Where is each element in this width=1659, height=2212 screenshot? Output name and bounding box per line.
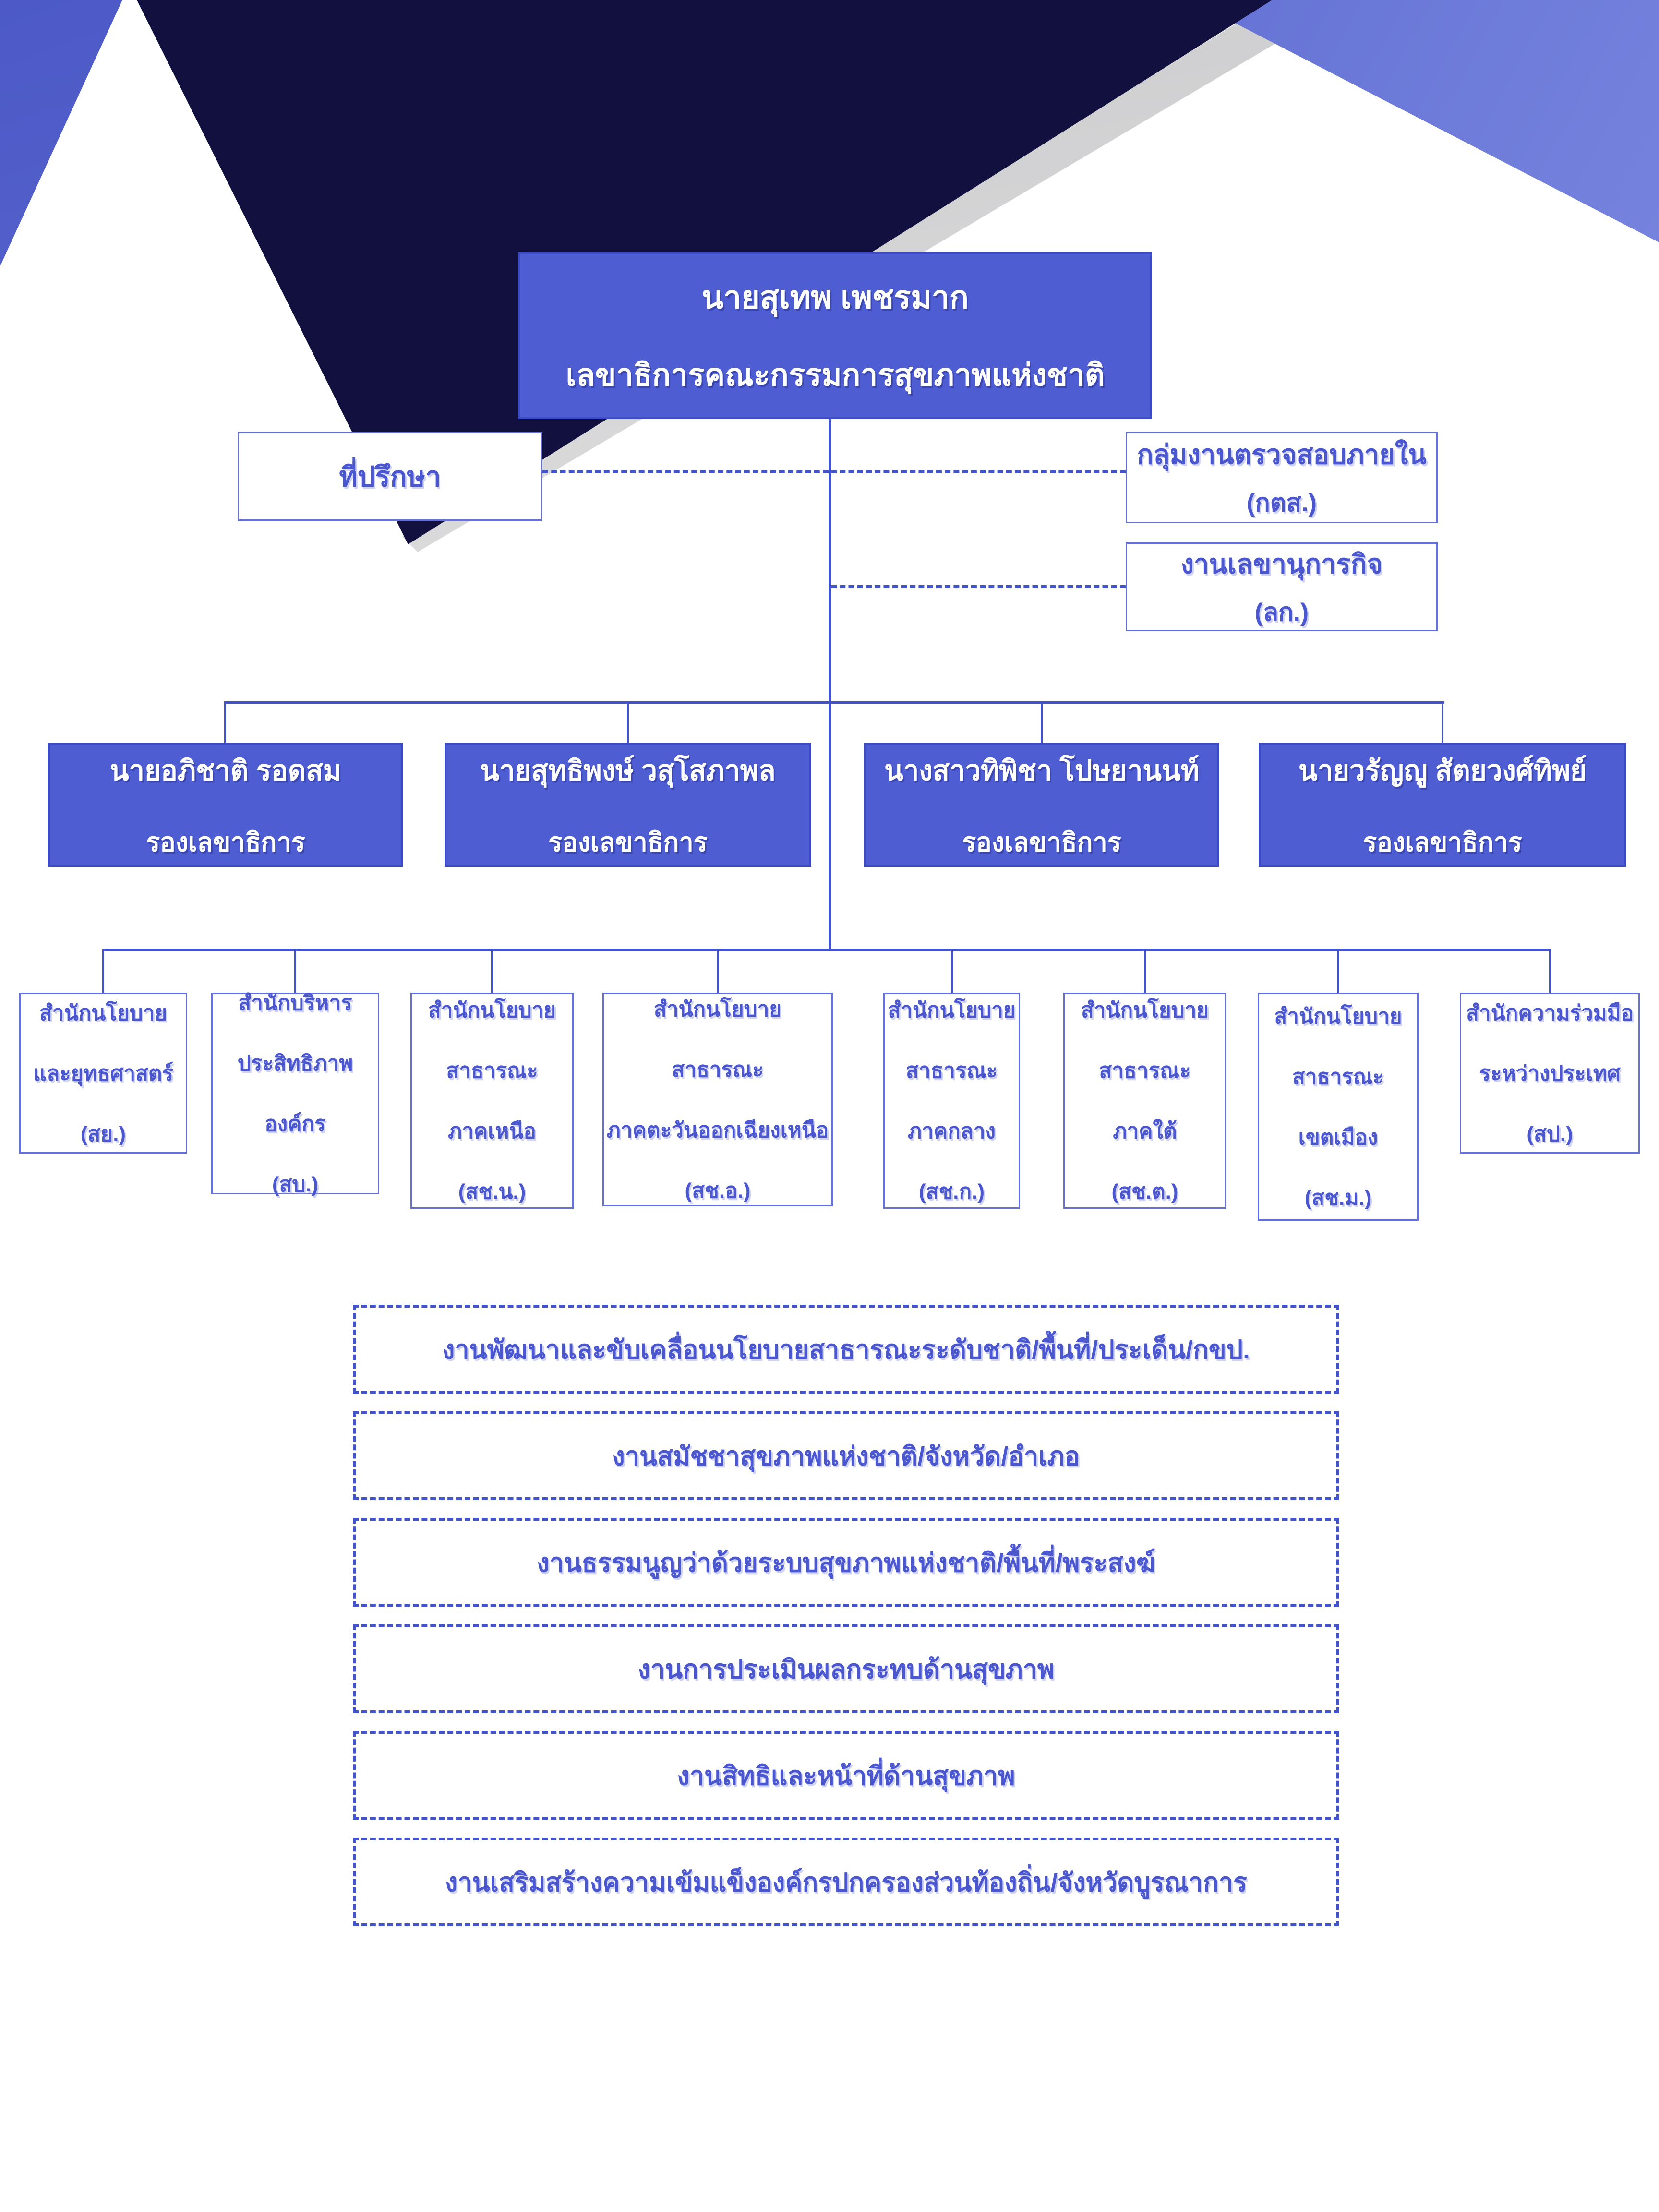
work-group-4-label: งานการประเมินผลกระทบด้านสุขภาพ [637, 1655, 1055, 1684]
connector-row2-stub-3 [1041, 704, 1043, 743]
secretary-name: นายสุเทพ เพชรมาก [702, 279, 969, 315]
dept-5-line: ภาคกลาง [908, 1119, 996, 1143]
dept-7-line: สาธารณะ [1292, 1065, 1384, 1089]
dept-3-line: สำนักนโยบาย [428, 998, 556, 1022]
dept-box-3: สำนักนโยบาย สาธารณะ ภาคเหนือ (สช.น.) [410, 993, 574, 1209]
dept-8-line: สำนักความร่วมมือ [1466, 1001, 1634, 1025]
work-group-box-5: งานสิทธิและหน้าที่ด้านสุขภาพ [353, 1731, 1339, 1820]
dept-2-line: สำนักบริหาร [238, 991, 352, 1015]
dept-box-8: สำนักความร่วมมือ ระหว่างประเทศ (สป.) [1460, 993, 1640, 1154]
internal-audit-abbr: (กตส.) [1246, 489, 1317, 517]
deputy-4-title: รองเลขาธิการ [1363, 828, 1522, 857]
box-internal-audit: กลุ่มงานตรวจสอบภายใน (กตส.) [1126, 432, 1438, 523]
connector-row3-stub-4 [717, 951, 719, 993]
box-advisor: ที่ปรึกษา [238, 432, 542, 521]
connector-row2-stub-2 [627, 704, 629, 743]
dept-2-line: องค์กร [264, 1112, 326, 1136]
connector-row3-stub-6 [1144, 951, 1146, 993]
dept-box-7: สำนักนโยบาย สาธารณะ เขตเมือง (สช.ม.) [1258, 993, 1419, 1221]
dept-4-line: สาธารณะ [672, 1058, 764, 1082]
dept-2-abbr: (สบ.) [272, 1173, 319, 1196]
dept-4-line: ภาคตะวันออกเฉียงเหนือ [606, 1118, 829, 1142]
connector-audit-dashed [831, 470, 1126, 473]
deputy-box-4: นายวรัญญู สัตยวงศ์ทิพย์ รองเลขาธิการ [1259, 743, 1626, 867]
dept-6-abbr: (สช.ต.) [1111, 1180, 1178, 1203]
work-group-box-2: งานสมัชชาสุขภาพแห่งชาติ/จังหวัด/อำเภอ [353, 1411, 1339, 1500]
deputy-box-2: นายสุทธิพงษ์ วสุโสภาพล รองเลขาธิการ [445, 743, 811, 867]
dept-box-2: สำนักบริหาร ประสิทธิภาพ องค์กร (สบ.) [211, 991, 379, 1196]
deputy-box-1: นายอภิชาติ รอดสม รองเลขาธิการ [48, 743, 403, 867]
dept-7-line: เขตเมือง [1298, 1125, 1378, 1149]
dept-box-6: สำนักนโยบาย สาธารณะ ภาคใต้ (สช.ต.) [1063, 993, 1226, 1209]
dept-2-line: ประสิทธิภาพ [237, 1052, 353, 1075]
connector-row3-stub-3 [491, 951, 493, 993]
work-group-6-label: งานเสริมสร้างความเข้มแข็งองค์กรปกครองส่ว… [445, 1868, 1248, 1897]
work-group-box-1: งานพัฒนาและขับเคลื่อนนโยบายสาธารณะระดับช… [353, 1305, 1339, 1394]
connector-advisor-dashed [542, 470, 829, 473]
deputy-4-name: นายวรัญญู สัตยวงศ์ทิพย์ [1298, 755, 1587, 786]
connector-row3-stub-5 [951, 951, 953, 993]
deputy-1-title: รองเลขาธิการ [146, 828, 305, 857]
connector-row3-stub-2 [294, 951, 296, 993]
connector-row3-stub-8 [1549, 951, 1551, 993]
dept-7-line: สำนักนโยบาย [1274, 1004, 1402, 1028]
work-group-box-6: งานเสริมสร้างความเข้มแข็งองค์กรปกครองส่ว… [353, 1838, 1339, 1926]
dept-8-abbr: (สป.) [1527, 1122, 1573, 1146]
internal-audit-name: กลุ่มงานตรวจสอบภายใน [1137, 439, 1427, 469]
connector-secretariat-dashed [831, 585, 1126, 588]
advisor-label: ที่ปรึกษา [339, 461, 441, 493]
connector-row3-horizontal [102, 949, 1551, 951]
dept-5-abbr: (สช.ก.) [918, 1180, 985, 1203]
dept-box-5: สำนักนโยบาย สาธารณะ ภาคกลาง (สช.ก.) [883, 993, 1020, 1209]
deputy-box-3: นางสาวทิพิชา โปษยานนท์ รองเลขาธิการ [864, 743, 1219, 867]
connector-row2-horizontal [224, 701, 1444, 704]
work-group-box-4: งานการประเมินผลกระทบด้านสุขภาพ [353, 1624, 1339, 1713]
dept-1-line: และยุทธศาสตร์ [33, 1061, 174, 1085]
dept-7-abbr: (สช.ม.) [1304, 1186, 1372, 1210]
box-secretariat-affairs: งานเลขานุการกิจ (ลก.) [1126, 542, 1438, 631]
work-group-3-label: งานธรรมนูญว่าด้วยระบบสุขภาพแห่งชาติ/พื้น… [537, 1548, 1155, 1577]
dept-3-abbr: (สช.น.) [458, 1180, 526, 1203]
work-group-2-label: งานสมัชชาสุขภาพแห่งชาติ/จังหวัด/อำเภอ [612, 1442, 1080, 1471]
dept-8-line: ระหว่างประเทศ [1479, 1061, 1621, 1085]
secretariat-abbr: (ลก.) [1254, 598, 1309, 626]
dept-6-line: สำนักนโยบาย [1081, 998, 1209, 1022]
dept-6-line: ภาคใต้ [1113, 1119, 1177, 1143]
deputy-1-name: นายอภิชาติ รอดสม [109, 755, 342, 786]
work-group-box-3: งานธรรมนูญว่าด้วยระบบสุขภาพแห่งชาติ/พื้น… [353, 1518, 1339, 1607]
dept-6-line: สาธารณะ [1099, 1059, 1191, 1082]
box-secretary-general: นายสุเทพ เพชรมาก เลขาธิการคณะกรรมการสุขภ… [518, 252, 1152, 419]
dept-3-line: ภาคเหนือ [448, 1119, 536, 1143]
connector-row3-stub-1 [102, 951, 104, 993]
deputy-2-name: นายสุทธิพงษ์ วสุโสภาพล [480, 755, 776, 786]
connector-row3-stub-7 [1337, 951, 1339, 993]
deputy-2-title: รองเลขาธิการ [548, 828, 708, 857]
dept-5-line: สาธารณะ [905, 1059, 998, 1082]
dept-box-4: สำนักนโยบาย สาธารณะ ภาคตะวันออกเฉียงเหนื… [602, 993, 833, 1206]
deputy-3-name: นางสาวทิพิชา โปษยานนท์ [884, 755, 1199, 786]
dept-1-abbr: (สย.) [80, 1122, 126, 1146]
dept-4-abbr: (สช.อ.) [685, 1178, 751, 1202]
dept-5-line: สำนักนโยบาย [888, 998, 1016, 1022]
connector-row2-stub-1 [224, 704, 226, 743]
dept-3-line: สาธารณะ [446, 1059, 538, 1082]
work-group-1-label: งานพัฒนาและขับเคลื่อนนโยบายสาธารณะระดับช… [442, 1335, 1250, 1364]
deputy-3-title: รองเลขาธิการ [962, 828, 1121, 857]
connector-row2-stub-4 [1442, 704, 1443, 743]
dept-box-1: สำนักนโยบาย และยุทธศาสตร์ (สย.) [19, 993, 187, 1154]
dept-4-line: สำนักนโยบาย [653, 997, 782, 1021]
secretary-title: เลขาธิการคณะกรรมการสุขภาพแห่งชาติ [565, 357, 1105, 392]
dept-1-line: สำนักนโยบาย [39, 1001, 168, 1025]
work-group-5-label: งานสิทธิและหน้าที่ด้านสุขภาพ [677, 1761, 1015, 1791]
connector-center-mid [829, 704, 831, 950]
connector-center-top [829, 419, 831, 703]
secretariat-name: งานเลขานุการกิจ [1180, 548, 1383, 579]
